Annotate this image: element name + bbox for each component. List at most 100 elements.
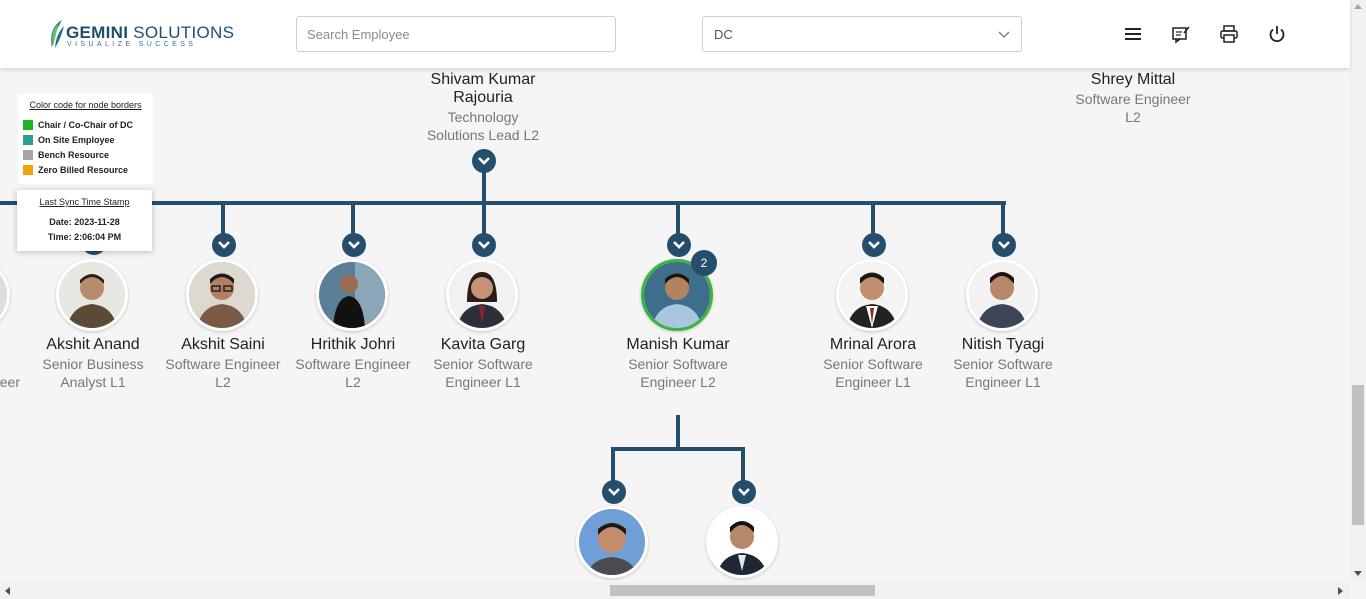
legend-swatch	[23, 149, 33, 160]
node-name[interactable]: Hrithik Johri	[310, 336, 396, 353]
node-role: Analyst L1	[60, 374, 126, 390]
logo-tagline: VISUALIZE SUCCESS	[67, 41, 197, 48]
dc-select-value: DC	[714, 27, 733, 42]
avatar[interactable]	[706, 506, 778, 578]
expand-chevron-icon[interactable]	[732, 480, 756, 504]
vertical-scrollbar-thumb[interactable]	[1352, 385, 1364, 525]
avatar[interactable]	[316, 259, 388, 331]
connector-line	[611, 447, 745, 451]
expand-chevron-icon[interactable]	[862, 233, 886, 257]
chevron-down-icon	[998, 31, 1010, 38]
node-role: L2	[345, 374, 361, 390]
node-role: Engineer L2	[640, 374, 716, 390]
power-icon[interactable]	[1267, 24, 1287, 44]
sync-title: Last Sync Time Stamp	[39, 197, 130, 207]
legend-label: Bench Resource	[38, 149, 110, 160]
legend-label: On Site Employee	[38, 134, 115, 145]
node-name[interactable]: Rajouria	[453, 89, 513, 106]
connector-line	[611, 449, 615, 482]
logo-name-bold: GEMINI	[66, 23, 129, 42]
feedback-icon[interactable]	[1171, 24, 1191, 44]
avatar[interactable]	[966, 259, 1038, 331]
logo-name: GEMINI SOLUTIONS	[66, 23, 234, 43]
node-name[interactable]: Shrey Mittal	[1090, 71, 1176, 88]
print-icon[interactable]	[1219, 24, 1239, 44]
connector-line	[676, 203, 680, 235]
org-chart: Shivam Kumar Rajouria Technology Solutio…	[0, 71, 1191, 578]
avatar[interactable]	[56, 259, 128, 331]
node-name[interactable]: Manish Kumar	[626, 336, 730, 353]
node-name[interactable]: Nitish Tyagi	[961, 336, 1045, 353]
avatar[interactable]	[836, 259, 908, 331]
connector-line	[221, 203, 225, 235]
scroll-left-arrow-icon[interactable]	[5, 587, 10, 595]
node-role: Engineer L1	[965, 374, 1041, 390]
avatar[interactable]	[186, 259, 258, 331]
connector-line	[482, 203, 486, 235]
node-role: Senior Software	[628, 356, 728, 372]
legend-swatch	[23, 164, 33, 175]
node-role: Engineer L1	[445, 374, 521, 390]
scroll-right-arrow-icon[interactable]	[1338, 587, 1343, 595]
node-role: Software Engineer	[1075, 91, 1191, 107]
logo-name-rest: SOLUTIONS	[128, 23, 235, 42]
node-role: eer	[0, 374, 20, 390]
expand-chevron-icon[interactable]	[472, 233, 496, 257]
legend-label: Chair / Co-Chair of DC	[38, 119, 134, 130]
connector-line	[871, 203, 875, 235]
legend-item: Bench Resource	[23, 147, 148, 162]
connector-line	[1001, 203, 1005, 235]
node-role: Senior Business	[42, 356, 144, 372]
node-role: Solutions Lead L2	[426, 127, 540, 143]
scroll-down-arrow-icon[interactable]	[1354, 571, 1362, 576]
node-name[interactable]: Shivam Kumar	[430, 71, 536, 88]
avatar[interactable]	[0, 259, 10, 331]
company-logo[interactable]: GEMINI SOLUTIONS VISUALIZE SUCCESS	[46, 18, 234, 52]
reportee-count-badge: 2	[691, 250, 717, 276]
horizontal-scrollbar-thumb[interactable]	[610, 585, 875, 596]
node-role: Technology	[447, 109, 519, 125]
node-role: Senior Software	[953, 356, 1053, 372]
expand-chevron-icon[interactable]	[342, 233, 366, 257]
connector-line	[482, 170, 486, 206]
node-role: L2	[215, 374, 231, 390]
avatar[interactable]	[446, 259, 518, 331]
expand-chevron-icon[interactable]	[602, 480, 626, 504]
expand-chevron-icon[interactable]	[212, 233, 236, 257]
node-role: L2	[1125, 109, 1141, 125]
top-header: GEMINI SOLUTIONS VISUALIZE SUCCESS DC	[0, 0, 1350, 68]
expand-chevron-icon[interactable]	[667, 233, 691, 257]
connector-line	[0, 201, 1006, 205]
node-role: Software Engineer	[295, 356, 411, 372]
node-name[interactable]: Akshit Saini	[181, 336, 265, 353]
node-role: Senior Software	[823, 356, 923, 372]
legend-title: Color code for node borders	[29, 100, 142, 110]
sync-time: Time: 2:06:04 PM	[47, 232, 122, 242]
node-name[interactable]: Mrinal Arora	[829, 336, 917, 353]
node-role: Engineer L1	[835, 374, 911, 390]
node-role: Software Engineer	[165, 356, 281, 372]
color-legend: Color code for node borders Chair / Co-C…	[18, 94, 153, 184]
legend-swatch	[23, 134, 33, 145]
sync-date: Date: 2023-11-28	[49, 217, 120, 227]
dc-select[interactable]: DC	[702, 16, 1022, 52]
avatar[interactable]	[576, 506, 648, 578]
legend-label: Zero Billed Resource	[38, 164, 129, 175]
expand-chevron-icon[interactable]	[992, 233, 1016, 257]
legend-item: Chair / Co-Chair of DC	[23, 117, 148, 132]
scroll-up-arrow-icon[interactable]	[1354, 4, 1362, 9]
collapse-chevron-icon[interactable]	[472, 149, 496, 173]
menu-icon[interactable]	[1123, 24, 1143, 44]
legend-swatch	[23, 119, 33, 130]
legend-item: On Site Employee	[23, 132, 148, 147]
node-role: Senior Software	[433, 356, 533, 372]
connector-line	[741, 449, 745, 482]
node-name[interactable]: Kavita Garg	[440, 336, 526, 353]
search-employee-input[interactable]	[296, 16, 616, 52]
sync-timestamp-box: Last Sync Time Stamp Date: 2023-11-28 Ti…	[17, 190, 152, 251]
logo-leaf-icon	[51, 20, 64, 48]
node-name[interactable]: Akshit Anand	[46, 336, 140, 353]
legend-item: Zero Billed Resource	[23, 162, 148, 177]
connector-line	[676, 415, 680, 451]
connector-line	[351, 203, 355, 235]
